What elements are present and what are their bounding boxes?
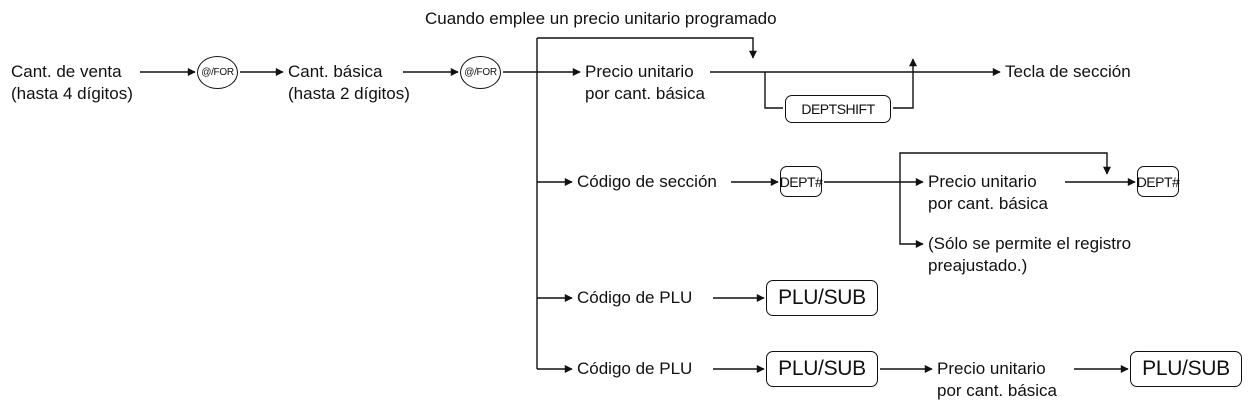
arrow-to-preset-note	[899, 182, 924, 248]
plu-code-label-b: Código de PLU	[577, 359, 693, 378]
arrow-deptshift-up	[893, 58, 917, 109]
plu-sub-key-1[interactable]: PLU/SUB	[766, 280, 878, 316]
unit-price-hint-2: por cant. básica	[928, 194, 1049, 213]
unit-price-hint-3: por cant. básica	[937, 381, 1058, 400]
dept-hash-key-2[interactable]: DEPT#	[1137, 166, 1180, 197]
deptshift-key[interactable]: DEPTSHIFT	[785, 95, 891, 123]
line-down-to-deptshift	[764, 72, 783, 109]
plu-sub-key-3[interactable]: PLU/SUB	[1130, 351, 1242, 387]
sales-qty-hint: (hasta 4 dígitos)	[11, 84, 133, 103]
unit-price-label-3: Precio unitario	[937, 359, 1046, 378]
sales-qty-label: Cant. de venta	[11, 62, 122, 81]
base-qty-label: Cant. básica	[288, 62, 383, 81]
base-qty-hint: (hasta 2 dígitos)	[288, 84, 410, 103]
preset-note-line2: preajustado.)	[928, 256, 1028, 275]
for-key-2[interactable]: @/FOR	[460, 56, 501, 89]
preset-note-line1: (Sólo se permite el registro	[928, 234, 1132, 253]
dept-hash-key-1[interactable]: DEPT#	[780, 166, 823, 197]
plu-sub-key-2[interactable]: PLU/SUB	[766, 351, 878, 387]
unit-price-hint-1: por cant. básica	[585, 84, 706, 103]
dept-code-label: Código de sección	[577, 172, 717, 191]
unit-price-label-2: Precio unitario	[928, 172, 1037, 191]
bypass-programmed-price	[537, 37, 757, 59]
plu-code-label-a: Código de PLU	[577, 288, 693, 307]
for-key-1[interactable]: @/FOR	[197, 56, 238, 89]
unit-price-label-1: Precio unitario	[585, 62, 694, 81]
dept-key-target-label: Tecla de sección	[1005, 62, 1131, 81]
diagram-header: Cuando emplee un precio unitario program…	[425, 9, 777, 28]
bypass-dept-price	[899, 152, 1111, 182]
